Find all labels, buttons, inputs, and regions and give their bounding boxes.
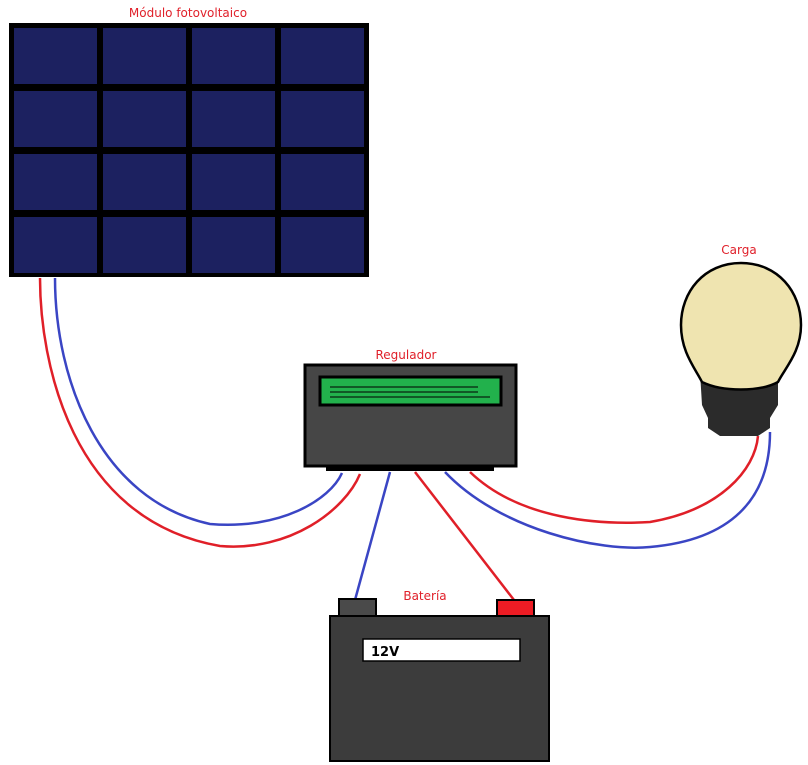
panel-cell (281, 217, 364, 273)
panel-cell (192, 28, 275, 84)
regulator (303, 363, 518, 471)
load-positive-wire (469, 435, 760, 524)
panel-cell (103, 91, 186, 147)
panel-cell (192, 217, 275, 273)
solar-panel (9, 23, 369, 277)
battery-voltage: 12V (371, 645, 399, 660)
panel-cell (281, 91, 364, 147)
panel-cell (103, 154, 186, 210)
battery: 12V (329, 598, 550, 762)
light-bulb (679, 261, 803, 436)
panel-cell (281, 28, 364, 84)
battery-negative-wire (353, 471, 392, 601)
regulator-label: Regulador (376, 348, 437, 362)
wires (38, 277, 772, 601)
panel-cell (103, 217, 186, 273)
load-negative-wire (444, 431, 772, 549)
battery-terminal-positive (496, 599, 535, 618)
panel-cell (192, 154, 275, 210)
battery-terminal-negative (338, 598, 377, 618)
regulator-foot (326, 465, 494, 471)
regulator-display (318, 375, 503, 407)
panel-cell (103, 28, 186, 84)
panel-cell (281, 154, 364, 210)
battery-label-plate (362, 638, 521, 662)
battery-positive-wire (414, 471, 515, 601)
bulb-glass (679, 261, 803, 391)
load-label: Carga (721, 243, 756, 257)
panel-negative-wire (53, 277, 344, 527)
battery-body (329, 615, 550, 762)
panel-cell (192, 91, 275, 147)
panel-positive-wire (38, 277, 362, 548)
panel-cell (14, 154, 97, 210)
panel-label: Módulo fotovoltaico (129, 6, 247, 20)
panel-cell (14, 28, 97, 84)
panel-cell (14, 91, 97, 147)
panel-cells (14, 28, 364, 273)
battery-label: Batería (403, 589, 446, 603)
panel-cell (14, 217, 97, 273)
